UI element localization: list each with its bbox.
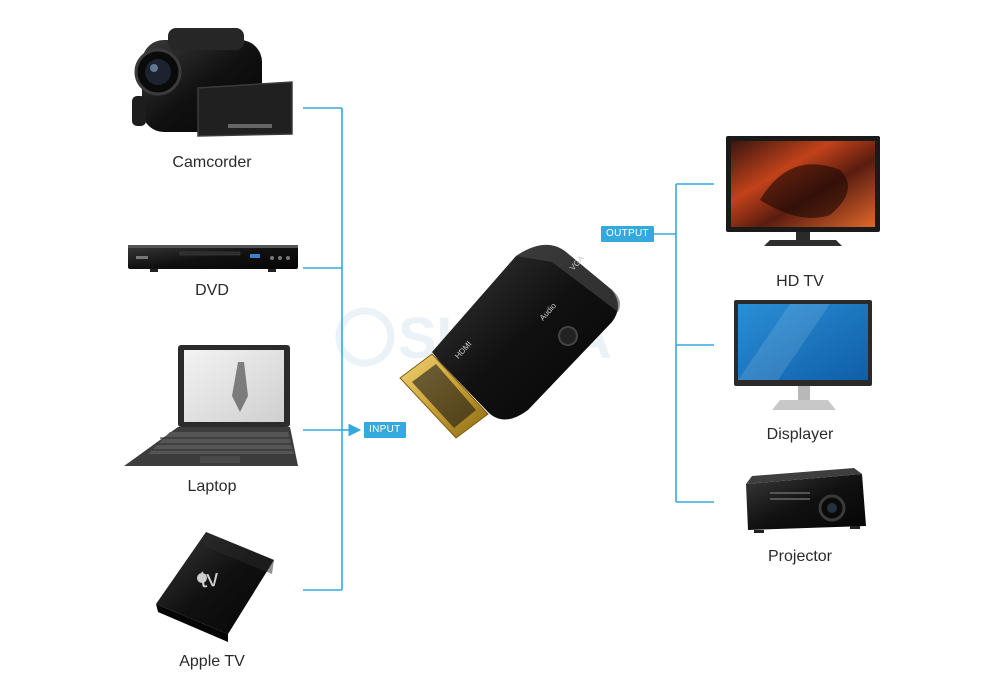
apple-tv-logo: tv (199, 565, 220, 594)
hd-tv-label: HD TV (776, 273, 824, 290)
laptop-label: Laptop (187, 478, 237, 495)
camcorder-icon (132, 28, 293, 137)
hd-tv-icon (726, 136, 880, 246)
monitor-icon (734, 300, 872, 410)
dvd-label: DVD (195, 282, 229, 299)
dvd-player-icon (128, 245, 298, 272)
apple-logo-icon (197, 573, 207, 583)
apple-tv-icon: tv (156, 532, 274, 642)
apple-tv-label: Apple TV (179, 653, 245, 670)
hdmi-vga-adapter: HDMI Audio VGA (399, 244, 620, 439)
camcorder-label: Camcorder (172, 154, 252, 171)
displayer-label: Displayer (766, 426, 834, 443)
projector-label: Projector (767, 548, 833, 565)
laptop-icon (124, 345, 298, 466)
projector-icon (746, 468, 866, 533)
output-connector-lines (653, 183, 714, 503)
input-tag: INPUT (364, 422, 406, 438)
input-connector-lines (303, 107, 362, 591)
output-tag: OUTPUT (601, 226, 654, 242)
